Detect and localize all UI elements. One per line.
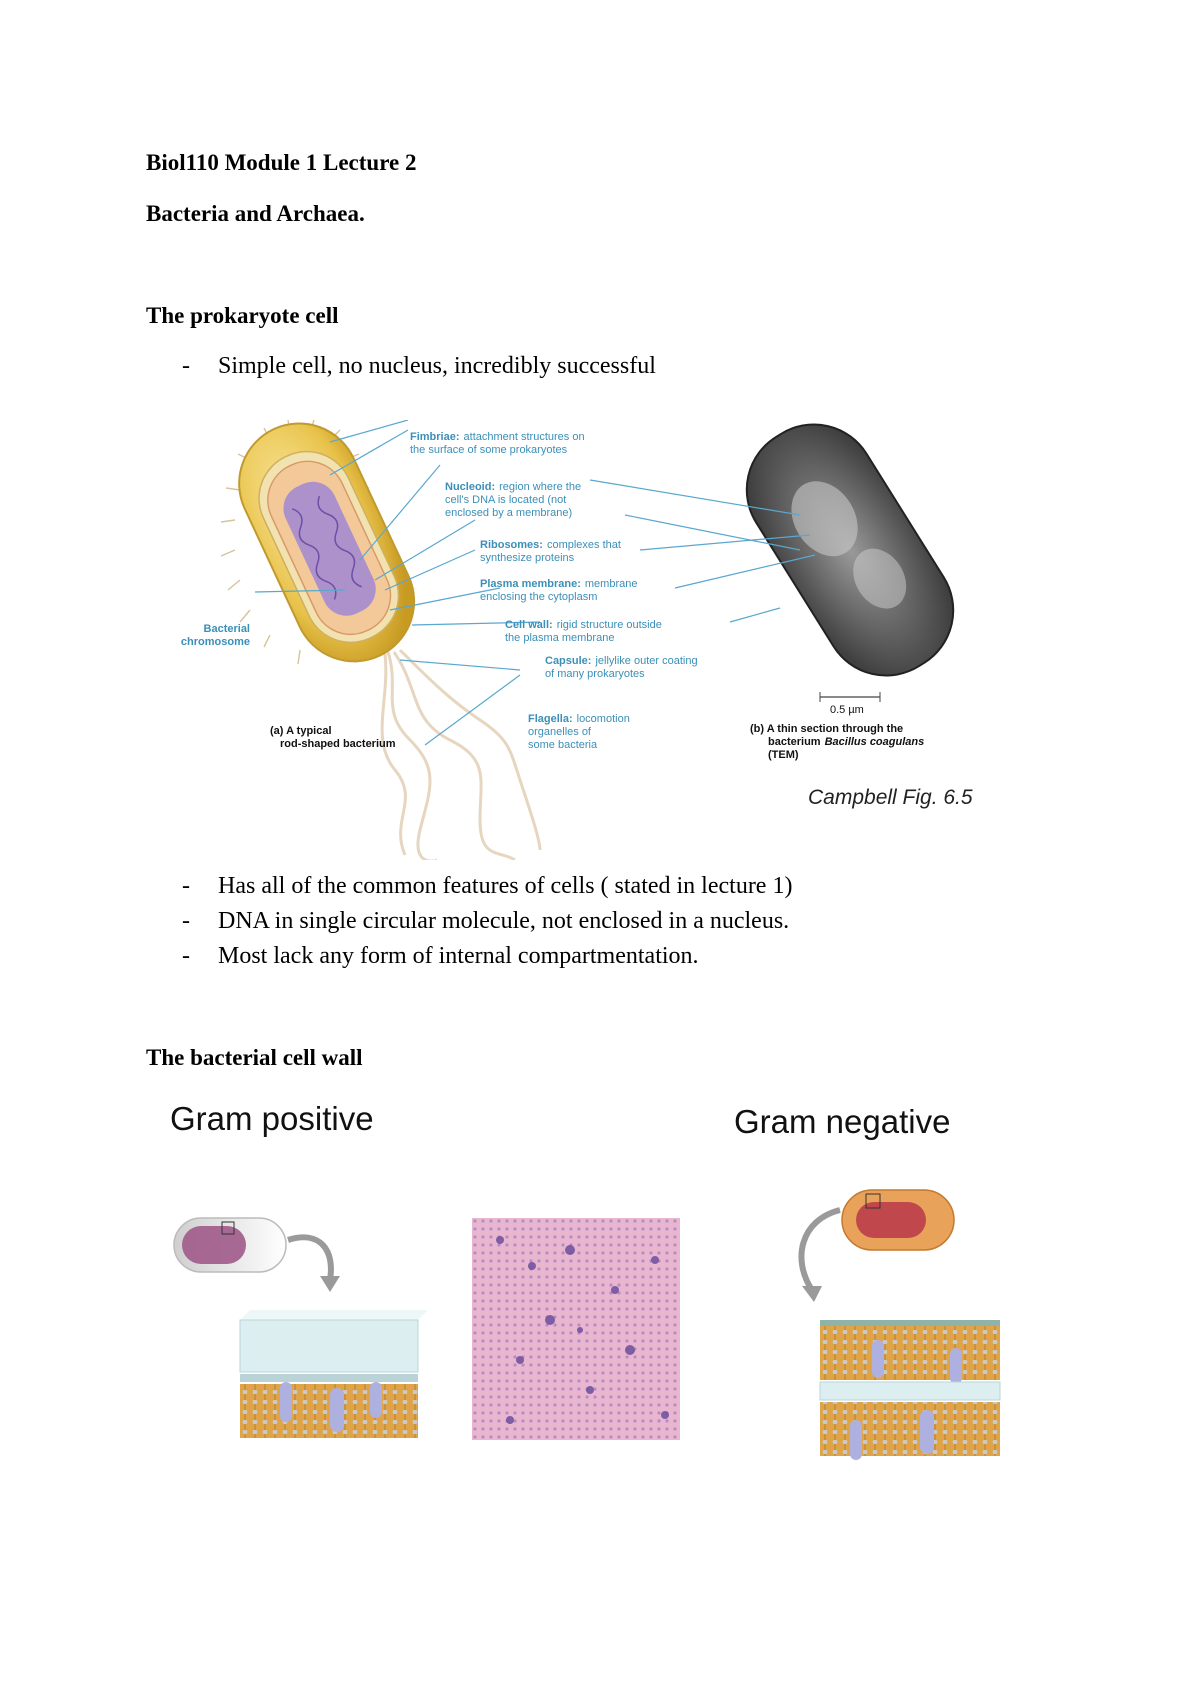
section-heading-prokaryote: The prokaryote cell bbox=[146, 303, 339, 328]
svg-text:of many prokaryotes: of many prokaryotes bbox=[545, 668, 645, 680]
bacterium-body bbox=[238, 422, 416, 663]
svg-text:enclosed by a membrane): enclosed by a membrane) bbox=[445, 507, 572, 519]
svg-text:enclosing the cytoplasm: enclosing the cytoplasm bbox=[480, 591, 597, 603]
bullet-text: Has all of the common features of cells … bbox=[218, 873, 793, 899]
arrow-head-icon bbox=[802, 1286, 822, 1302]
flagella bbox=[380, 648, 542, 860]
document-title: Biol110 Module 1 Lecture 2 bbox=[146, 150, 417, 175]
bullet-item: -DNA in single circular molecule, not en… bbox=[182, 908, 790, 934]
leader-lines bbox=[254, 420, 816, 746]
arrow-icon bbox=[287, 1234, 334, 1281]
arrow-icon bbox=[798, 1207, 841, 1292]
label-fimbriae: Fimbriae:attachment structures on bbox=[410, 431, 585, 443]
caption-b: (b) A thin section through the bbox=[750, 723, 903, 735]
svg-text:the surface of some prokaryote: the surface of some prokaryotes bbox=[410, 444, 568, 456]
bullet-text: Simple cell, no nucleus, incredibly succ… bbox=[218, 353, 656, 379]
label-cell-wall: Cell wall:rigid structure outside bbox=[505, 619, 662, 631]
caption-a: (a) A typical bbox=[270, 725, 332, 737]
gram-positive-cell bbox=[173, 1217, 287, 1273]
gram-negative-title: Gram negative bbox=[734, 1103, 951, 1140]
svg-text:cell's DNA is located (not: cell's DNA is located (not bbox=[445, 494, 566, 506]
section-heading-cell-wall: The bacterial cell wall bbox=[146, 1045, 363, 1070]
gram-positive-title: Gram positive bbox=[170, 1100, 374, 1137]
bullet-text: Most lack any form of internal compartme… bbox=[218, 943, 699, 969]
label-nucleoid: Nucleoid:region where the bbox=[445, 481, 581, 493]
svg-text:the plasma membrane: the plasma membrane bbox=[505, 632, 614, 644]
svg-text:(TEM): (TEM) bbox=[768, 749, 799, 761]
label-plasma-membrane: Plasma membrane:membrane bbox=[480, 578, 637, 590]
gram-positive-wall bbox=[239, 1310, 428, 1438]
bullet-item: -Simple cell, no nucleus, incredibly suc… bbox=[182, 353, 656, 379]
gram-stain-figure bbox=[173, 1189, 1001, 1460]
label-bacterial-chromosome: Bacterial bbox=[204, 623, 250, 635]
arrow-head-icon bbox=[320, 1276, 340, 1292]
label-flagella: Flagella:locomotion bbox=[528, 713, 630, 725]
gram-negative-cell bbox=[841, 1189, 955, 1251]
svg-text:organelles of: organelles of bbox=[528, 726, 592, 738]
svg-text:synthesize proteins: synthesize proteins bbox=[480, 552, 575, 564]
figure-credit: Campbell Fig. 6.5 bbox=[808, 786, 973, 809]
gram-negative-wall bbox=[819, 1320, 1001, 1460]
bullet-text: DNA in single circular molecule, not enc… bbox=[218, 908, 790, 934]
scale-bar: 0.5 µm bbox=[819, 692, 881, 716]
bullet-item: -Most lack any form of internal compartm… bbox=[182, 943, 699, 969]
svg-text:rod-shaped bacterium: rod-shaped bacterium bbox=[280, 738, 396, 750]
label-capsule: Capsule:jellylike outer coating bbox=[545, 655, 698, 667]
scale-label: 0.5 µm bbox=[830, 704, 864, 716]
label-ribosomes: Ribosomes:complexes that bbox=[480, 539, 621, 551]
prokaryote-cell-figure: 0.5 µm Fimbriae:attachment structures on… bbox=[181, 420, 973, 860]
tem-micrograph bbox=[745, 423, 955, 677]
svg-text:chromosome: chromosome bbox=[181, 636, 250, 648]
document-subtitle: Bacteria and Archaea. bbox=[146, 201, 365, 226]
nucleoid bbox=[283, 481, 376, 616]
svg-text:some bacteria: some bacteria bbox=[528, 739, 598, 751]
bullet-item: -Has all of the common features of cells… bbox=[182, 873, 793, 899]
gram-stain-micrograph bbox=[472, 1218, 680, 1440]
